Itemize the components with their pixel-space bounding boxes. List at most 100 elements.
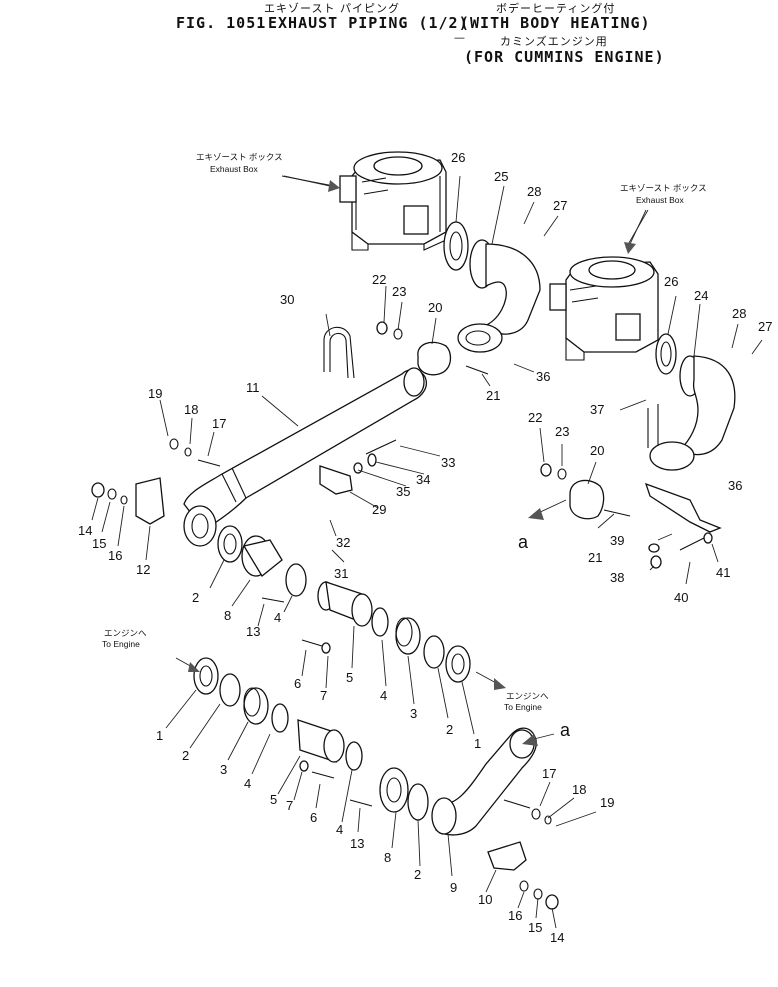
lower-joint-stack — [193, 657, 559, 910]
bracket-12 — [91, 438, 221, 525]
callout-19-a: 19 — [148, 386, 162, 401]
callout-9: 9 — [450, 880, 457, 895]
callout-15-b: 15 — [528, 920, 542, 935]
title-jp-left: エキゾースト パイピング — [264, 2, 400, 15]
figure-engine-note: (FOR CUMMINS ENGINE) — [464, 48, 665, 66]
figure-number: FIG. 1051 — [176, 14, 267, 32]
callout-8-b: 8 — [384, 850, 391, 865]
to-engine-label-jp-right: エンジンへ — [506, 691, 549, 701]
callout-20-b: 20 — [590, 443, 604, 458]
title-dash: — — [454, 31, 466, 44]
callout-21-b: 21 — [588, 550, 602, 565]
callout-38: 38 — [610, 570, 624, 585]
callout-2-a: 2 — [192, 590, 199, 605]
callout-41: 41 — [716, 565, 730, 580]
callout-6-a: 6 — [294, 676, 301, 691]
callout-39: 39 — [610, 533, 624, 548]
callout-32: 32 — [336, 535, 350, 550]
callout-4-c: 4 — [244, 776, 251, 791]
to-engine-label-en-left: To Engine — [102, 639, 140, 649]
callout-3-b: 3 — [220, 762, 227, 777]
callout-35: 35 — [396, 484, 410, 499]
callout-14-b: 14 — [550, 930, 564, 945]
callout-1-a: 1 — [474, 736, 481, 751]
figure-subtitle: (WITH BODY HEATING) — [460, 14, 651, 32]
callout-21-a: 21 — [486, 388, 500, 403]
callout-40: 40 — [674, 590, 688, 605]
figure-title: EXHAUST PIPING (1/2) — [268, 14, 469, 32]
callout-2-b: 2 — [446, 722, 453, 737]
exhaust-box-label-jp-right: エキゾースト ボックス — [620, 183, 707, 193]
callout-31: 31 — [334, 566, 348, 581]
callout-23-a: 23 — [392, 284, 406, 299]
callout-27-b: 27 — [758, 319, 772, 334]
exhaust-box-label-jp-left: エキゾースト ボックス — [196, 152, 283, 162]
callout-26-a: 26 — [451, 150, 465, 165]
callout-20-a: 20 — [428, 300, 442, 315]
exhaust-box-left — [339, 151, 447, 251]
arrow-a-label-lower: a — [560, 720, 571, 740]
callout-22-a: 22 — [372, 272, 386, 287]
callout-27-a: 27 — [553, 198, 567, 213]
callout-22-b: 22 — [528, 410, 542, 425]
callout-16-a: 16 — [108, 548, 122, 563]
callout-14-a: 14 — [78, 523, 92, 538]
exhaust-box-label-en-right: Exhaust Box — [636, 195, 684, 205]
callout-18-a: 18 — [184, 402, 198, 417]
callout-5-b: 5 — [270, 792, 277, 807]
callout-25: 25 — [494, 169, 508, 184]
u-bolt-30 — [323, 326, 355, 379]
callout-16-b: 16 — [508, 908, 522, 923]
callout-28-b: 28 — [732, 306, 746, 321]
callout-29: 29 — [372, 502, 386, 517]
arrow-a-label-upper: a — [518, 532, 529, 552]
bracket-29 — [319, 439, 397, 495]
callout-13-b: 13 — [350, 836, 364, 851]
callout-3-a: 3 — [410, 706, 417, 721]
callout-4-b: 4 — [380, 688, 387, 703]
callout-36-a: 36 — [536, 369, 550, 384]
elbow-pipe-25 — [457, 239, 541, 353]
upper-joint-stack — [217, 525, 471, 683]
to-engine-label-en-right: To Engine — [504, 702, 542, 712]
gasket-26-left — [443, 221, 469, 271]
callout-11: 11 — [246, 380, 260, 395]
callout-1-b: 1 — [156, 728, 163, 743]
leader-lines — [91, 175, 763, 929]
elbow-pipe-24 — [649, 355, 736, 471]
callout-17-a: 17 — [212, 416, 226, 431]
clamp-20-right — [540, 404, 722, 569]
callout-5-a: 5 — [346, 670, 353, 685]
callout-10: 10 — [478, 892, 492, 907]
clamp-20-left — [376, 321, 489, 376]
callout-4-a: 4 — [274, 610, 281, 625]
callout-36-b: 36 — [728, 478, 742, 493]
callout-30: 30 — [280, 292, 294, 307]
callout-33: 33 — [441, 455, 455, 470]
callout-28-a: 28 — [527, 184, 541, 199]
callout-34: 34 — [416, 472, 430, 487]
callout-8-a: 8 — [224, 608, 231, 623]
callout-23-b: 23 — [555, 424, 569, 439]
gasket-26-right — [655, 333, 677, 375]
to-engine-label-jp-left: エンジンへ — [104, 628, 147, 638]
callout-numbers: 26 25 28 27 26 24 28 27 30 22 23 20 36 2… — [78, 150, 772, 945]
callout-26-b: 26 — [664, 274, 678, 289]
callout-37: 37 — [590, 402, 604, 417]
callout-2-d: 2 — [414, 867, 421, 882]
callout-15-a: 15 — [92, 536, 106, 551]
title-jp-right: ボデーヒーティング付 — [496, 2, 616, 15]
callout-13-a: 13 — [246, 624, 260, 639]
callout-12: 12 — [136, 562, 150, 577]
direction-arrows — [175, 175, 647, 746]
callout-7-b: 7 — [286, 798, 293, 813]
callout-4-d: 4 — [336, 822, 343, 837]
exhaust-box-label-en-left: Exhaust Box — [210, 164, 258, 174]
callout-7-a: 7 — [320, 688, 327, 703]
callout-2-c: 2 — [182, 748, 189, 763]
callout-24: 24 — [694, 288, 708, 303]
exhaust-pipe-11 — [183, 367, 428, 547]
exhaust-box-right — [549, 256, 659, 361]
